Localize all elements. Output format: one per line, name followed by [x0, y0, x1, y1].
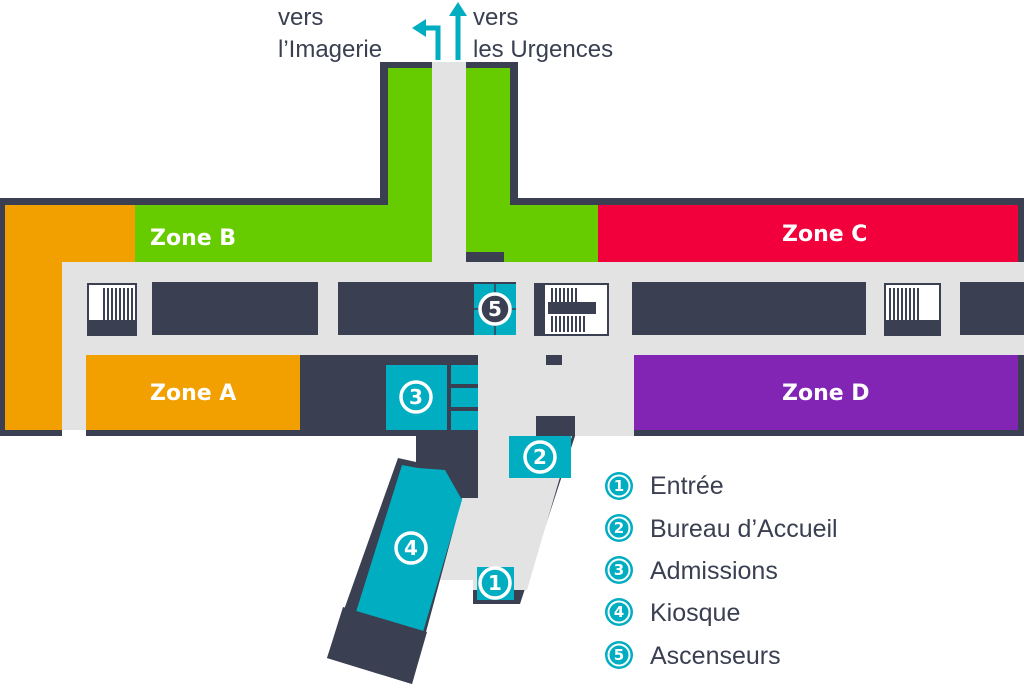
- legend: 1 Entrée 2 Bureau d’Accueil 3 Admissions 4 K…: [605, 472, 838, 670]
- emergency-direction-line2: les Urgences: [473, 36, 613, 63]
- svg-text:Bureau d’Accueil: Bureau d’Accueil: [650, 515, 838, 543]
- marker-4: 4: [394, 531, 428, 565]
- marker-5: 5: [478, 292, 512, 326]
- zone-d-label: Zone D: [782, 381, 870, 406]
- service-block: [632, 282, 866, 335]
- emergency-direction-line1: vers: [473, 4, 518, 31]
- zone-c-label: Zone C: [782, 222, 867, 247]
- zone-c: [598, 205, 1018, 262]
- corridor-north: [432, 62, 466, 272]
- service-block: [960, 282, 1024, 335]
- svg-text:2: 2: [614, 519, 624, 537]
- marker-2: 2: [523, 440, 557, 474]
- svg-text:4: 4: [404, 536, 418, 560]
- zone-b: [135, 68, 432, 262]
- corridor-wall-gap: [62, 430, 86, 438]
- zone-d: [634, 355, 1018, 430]
- svg-text:3: 3: [614, 561, 624, 579]
- marker-3: 3: [399, 380, 433, 414]
- arrow-up-icon: [449, 2, 467, 60]
- stairs-icon: [87, 283, 137, 336]
- svg-text:3: 3: [409, 385, 423, 409]
- legend-item-reception: 2 Bureau d’Accueil: [605, 514, 838, 543]
- svg-text:Entrée: Entrée: [650, 472, 724, 500]
- admissions-booth: [451, 388, 478, 407]
- imaging-direction-line2: l’Imagerie: [278, 36, 382, 63]
- imaging-direction-line1: vers: [278, 4, 323, 31]
- svg-text:Admissions: Admissions: [650, 557, 778, 585]
- stairs-icon: [884, 283, 941, 336]
- svg-text:1: 1: [614, 477, 624, 495]
- zone-b-east: [466, 68, 598, 262]
- svg-text:Ascenseurs: Ascenseurs: [650, 642, 781, 670]
- kiosk-end-block: [327, 607, 427, 684]
- svg-text:4: 4: [614, 603, 624, 621]
- stairs-icon: [534, 283, 609, 336]
- admissions-booth: [451, 411, 478, 430]
- zone-a-wing: [5, 205, 135, 430]
- svg-text:5: 5: [488, 297, 502, 321]
- legend-item-entrance: 1 Entrée: [605, 472, 724, 500]
- service-block: [152, 282, 318, 335]
- svg-text:2: 2: [533, 445, 547, 469]
- legend-item-kiosk: 4 Kiosque: [605, 598, 740, 627]
- arrow-left-up-icon: [412, 19, 441, 60]
- marker-1: 1: [478, 566, 512, 600]
- svg-text:Kiosque: Kiosque: [650, 599, 740, 627]
- zone-b-label: Zone B: [150, 226, 236, 251]
- pillar: [546, 355, 562, 365]
- admissions[interactable]: [386, 365, 447, 430]
- legend-item-admissions: 3 Admissions: [605, 556, 778, 585]
- zone-a: [86, 355, 300, 430]
- zone-a-label: Zone A: [150, 381, 236, 406]
- svg-text:1: 1: [488, 571, 502, 595]
- svg-text:5: 5: [614, 646, 624, 664]
- admissions-booth: [451, 365, 478, 384]
- corridor-west: [62, 262, 86, 436]
- kiosk[interactable]: [356, 465, 462, 632]
- service-block: [536, 416, 575, 436]
- legend-item-elevators: 5 Ascenseurs: [605, 641, 781, 670]
